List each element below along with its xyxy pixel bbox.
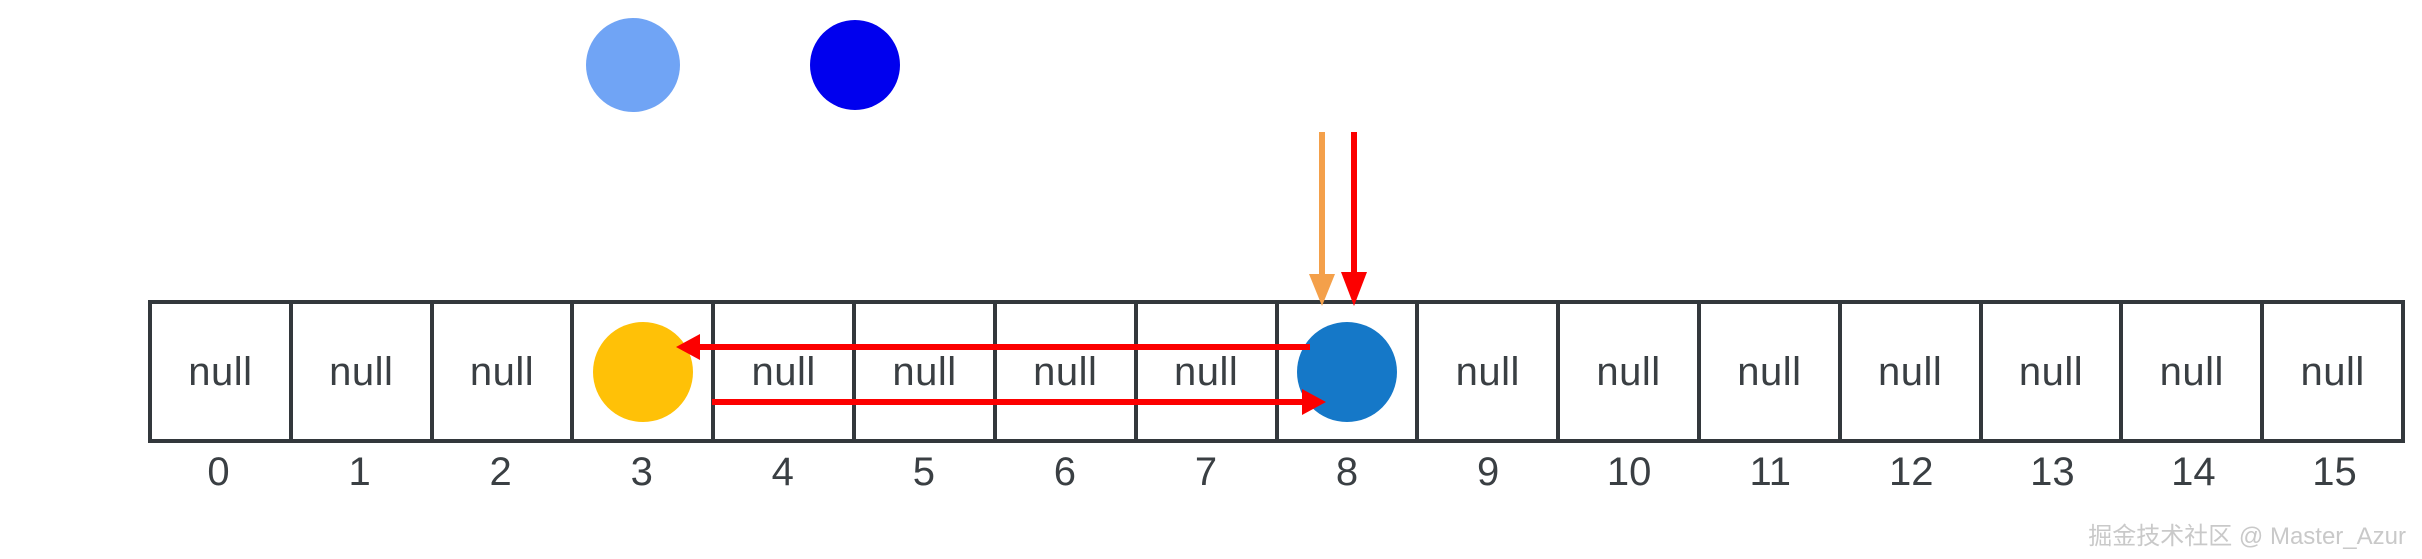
arrow-head [1341, 272, 1367, 306]
array-cell-value: null [892, 349, 957, 394]
array-cell-0[interactable]: null [152, 304, 293, 439]
array-index-row: 0 1 2 3 4 5 6 7 8 9 10 11 12 13 14 15 [148, 452, 2405, 504]
array-cell-value: null [1455, 349, 1520, 394]
arrow-shaft [712, 399, 1302, 405]
array-index-label-3: 3 [630, 450, 653, 494]
array-cell-value: null [2300, 349, 2365, 394]
array-cell-14[interactable]: null [2123, 304, 2265, 439]
array-cell-4[interactable]: null [715, 304, 857, 439]
array-cell-3[interactable] [574, 304, 716, 439]
array-cell-5[interactable]: null [856, 304, 997, 439]
array-index-label-5: 5 [912, 450, 935, 494]
array-cell-value: null [1737, 349, 1802, 394]
array-cell-value: null [329, 349, 394, 394]
array-index-label-1: 1 [348, 450, 371, 494]
array-cell-12[interactable]: null [1842, 304, 1983, 439]
legend-light-blue-circle-icon [586, 18, 680, 112]
watermark-text: 掘金技术社区 @ Master_Azur [2088, 523, 2406, 550]
array-cell-7[interactable]: null [1138, 304, 1279, 439]
arrow-shaft [700, 344, 1310, 350]
array-index-label-7: 7 [1194, 450, 1218, 494]
array-cell-value: null [188, 349, 253, 394]
array-index-label-9: 9 [1476, 450, 1500, 494]
array-index-label-4: 4 [771, 450, 794, 494]
array-cell-value: null [1596, 349, 1661, 394]
arrow-head [1309, 274, 1335, 306]
array-index-label-6: 6 [1053, 450, 1077, 494]
arrow-shaft [1351, 132, 1357, 272]
array-cell-value: null [1173, 349, 1239, 394]
array-index-label-2: 2 [489, 450, 512, 494]
array-cell-15[interactable]: null [2264, 304, 2401, 439]
array-index-label-15: 15 [2312, 450, 2357, 494]
arrow-head [1302, 389, 1326, 415]
array-cell-value: null [469, 349, 535, 394]
array-cell-value: null [2018, 349, 2084, 394]
array-index-label-12: 12 [1889, 450, 1934, 494]
array-cell-9[interactable]: null [1419, 304, 1561, 439]
array-cell-6[interactable]: null [997, 304, 1138, 439]
array-cell-13[interactable]: null [1983, 304, 2124, 439]
array-table: null null null null null null null null [148, 300, 2405, 443]
legend-dark-blue-circle-icon [810, 20, 900, 110]
array-cell-value: null [1033, 349, 1098, 394]
array-cell-10[interactable]: null [1560, 304, 1701, 439]
array-cell-value: null [1878, 349, 1943, 394]
array-cell-value: null [751, 349, 816, 394]
array-index-label-14: 14 [2171, 450, 2216, 494]
array-cell-value: null [2159, 349, 2224, 394]
array-index-label-8: 8 [1335, 450, 1359, 494]
array-cell-2[interactable]: null [434, 304, 575, 439]
array-index-label-13: 13 [2030, 450, 2075, 494]
array-cell-11[interactable]: null [1701, 304, 1842, 439]
array-index-label-11: 11 [1749, 450, 1791, 494]
array-cell-1[interactable]: null [293, 304, 434, 439]
array-index-label-10: 10 [1606, 450, 1652, 494]
arrow-head [676, 334, 700, 360]
array-index-label-0: 0 [207, 450, 230, 494]
arrow-shaft [1319, 132, 1325, 274]
array-cell-8[interactable] [1279, 304, 1420, 439]
